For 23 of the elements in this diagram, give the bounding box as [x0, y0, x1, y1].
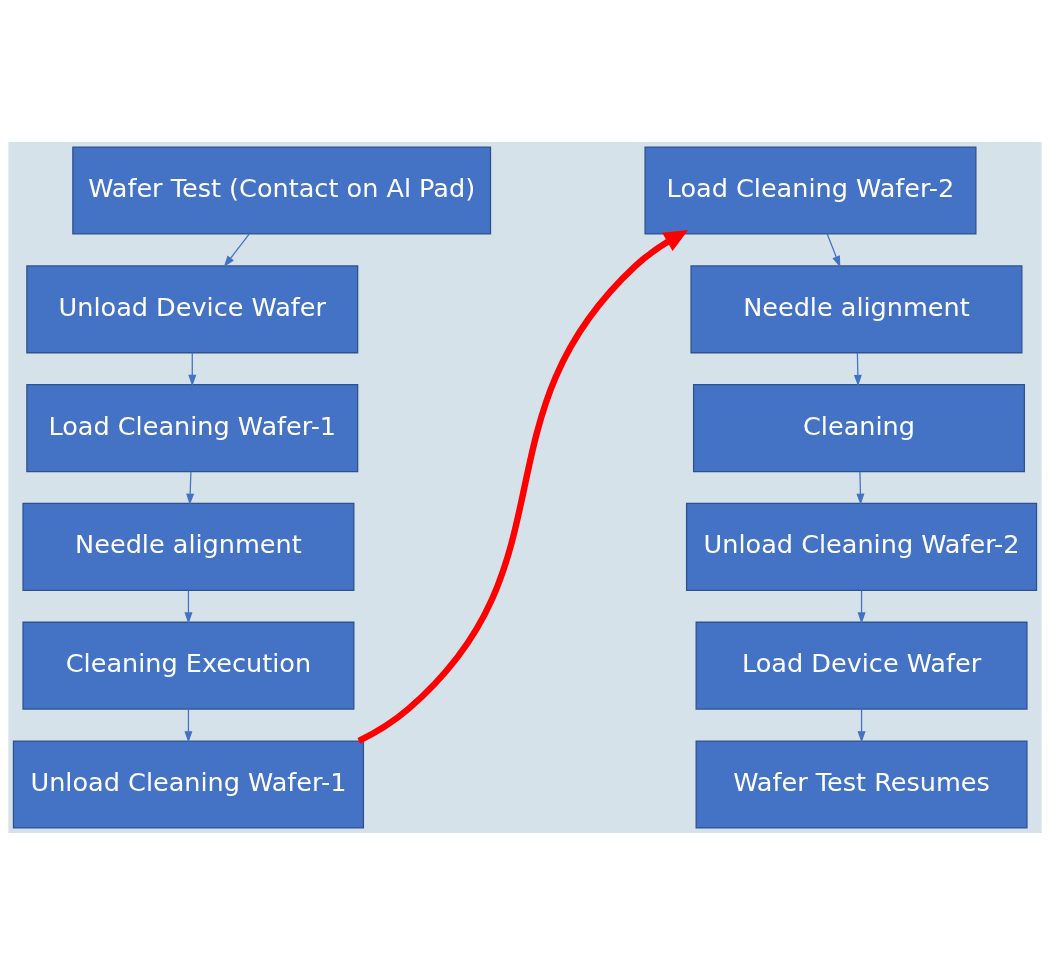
- node-box: Load Cleaning Wafer-2: [644, 145, 977, 235]
- arrow: [857, 708, 866, 743]
- arrow: [223, 232, 250, 267]
- node-box: Unload Cleaning Wafer-1: [12, 739, 365, 829]
- node-box: Cleaning Execution: [22, 621, 355, 710]
- arrow: [357, 229, 689, 744]
- arrow: [184, 708, 193, 743]
- node-box: Unload Device Wafer: [26, 264, 359, 353]
- node-box: Load Device Wafer: [695, 621, 1028, 710]
- node-box: Load Cleaning Wafer-1: [26, 383, 359, 472]
- arrow: [853, 351, 862, 386]
- arrow: [857, 589, 866, 624]
- node-box: Wafer Test Resumes: [695, 739, 1028, 829]
- node-box: Unload Cleaning Wafer-2: [685, 502, 1038, 591]
- arrow: [826, 232, 841, 267]
- arrow: [184, 589, 193, 624]
- node-box: Wafer Test (Contact on Al Pad): [72, 145, 492, 235]
- arrow: [186, 470, 195, 505]
- node-box: Cleaning: [692, 383, 1026, 472]
- node-box: Needle alignment: [22, 502, 355, 591]
- arrow: [856, 470, 865, 505]
- arrow: [188, 351, 197, 386]
- node-box: Needle alignment: [690, 264, 1023, 353]
